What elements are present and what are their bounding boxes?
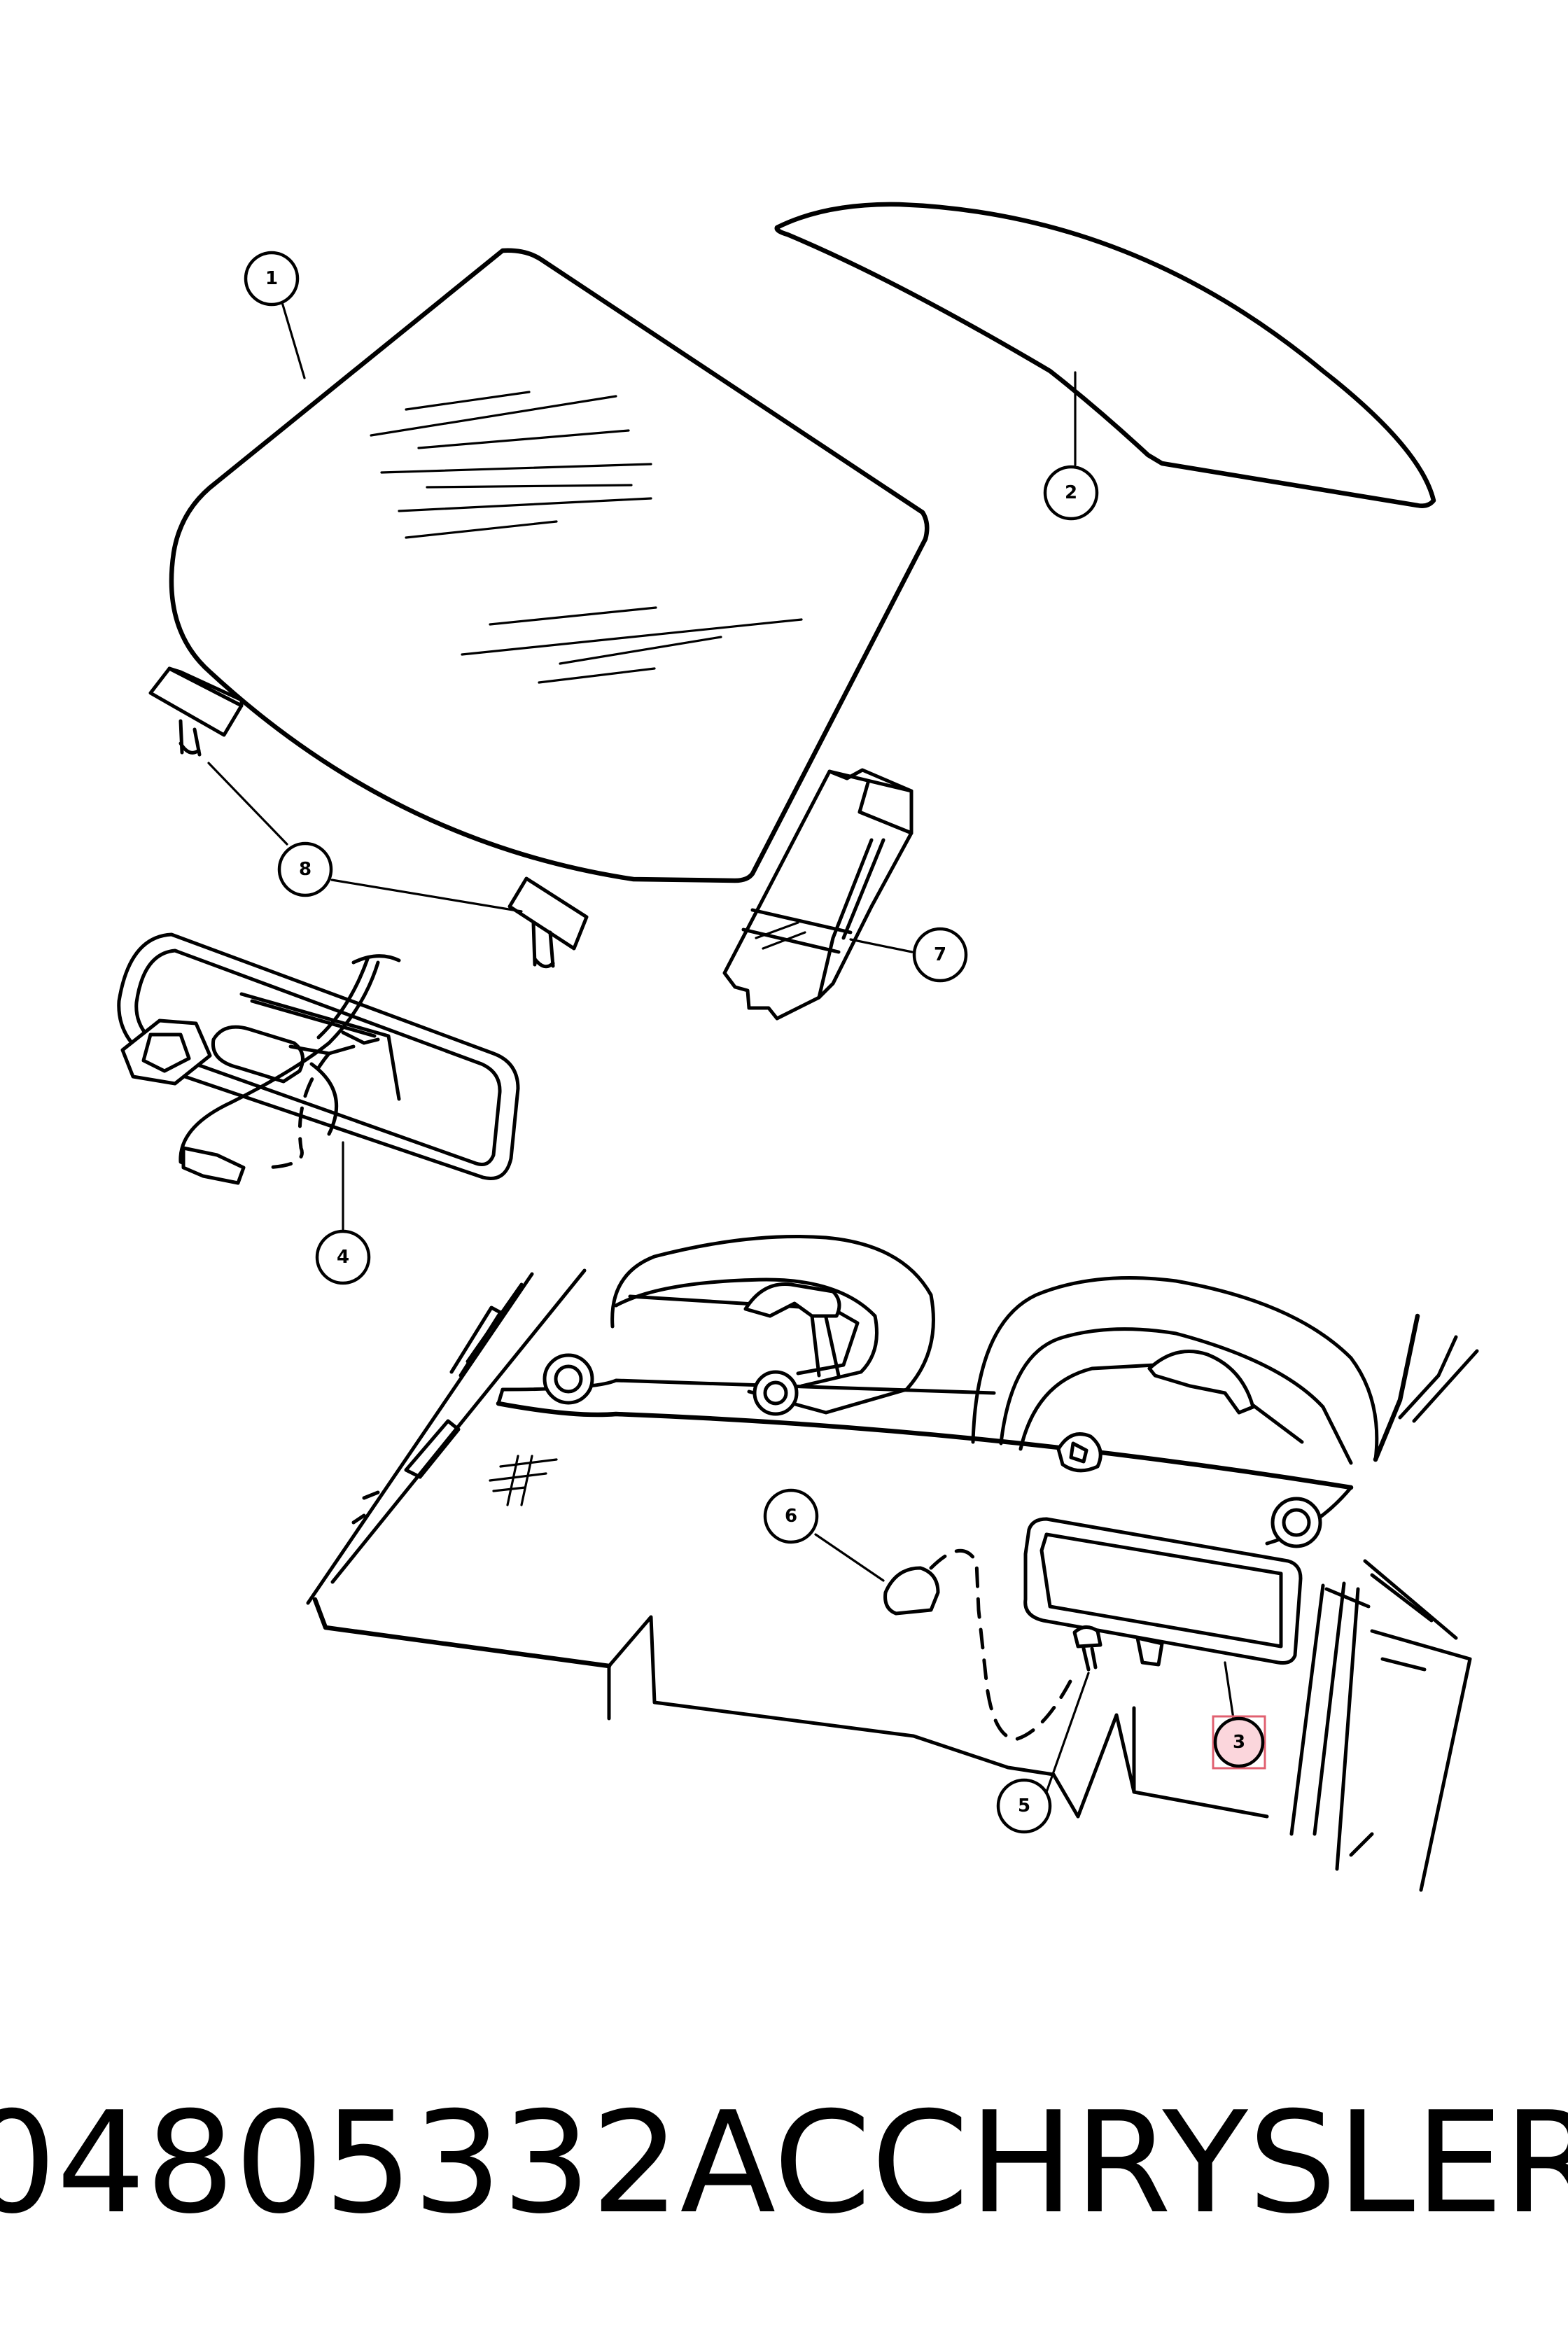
mirror-bracket [722, 768, 913, 1021]
rearview-mirror [117, 932, 520, 1185]
rear-glass [774, 202, 1436, 508]
clip-upper [148, 666, 244, 757]
callout-3-label: 3 [1233, 1732, 1245, 1753]
clip-lower [507, 876, 589, 969]
headliner-assembly [306, 1235, 1479, 1892]
callout-7-label: 7 [934, 944, 946, 965]
callout-2-label: 2 [1065, 482, 1077, 503]
callout-1-label: 1 [265, 268, 278, 289]
leader-lines [207, 294, 1235, 1793]
windshield [169, 248, 930, 883]
callout-6-label: 6 [785, 1506, 797, 1527]
callout-6: 6 [763, 1488, 819, 1544]
callout-8-label: 8 [299, 859, 312, 880]
callout-2: 2 [1043, 465, 1099, 521]
brand-name: CHRYSLER [871, 2081, 1568, 2245]
callout-3-highlighted: 3 [1212, 1715, 1266, 1770]
parts-diagram: 1 2 8 7 4 6 5 3 [117, 202, 1479, 1892]
callout-5-label: 5 [1018, 1795, 1030, 1816]
callout-4: 4 [315, 1229, 371, 1285]
callout-4-label: 4 [337, 1247, 349, 1268]
callout-1: 1 [244, 251, 300, 307]
callout-7: 7 [912, 927, 968, 983]
part-number: 04805332AC [0, 2081, 872, 2245]
callout-5: 5 [996, 1778, 1052, 1834]
callout-8: 8 [277, 841, 333, 897]
